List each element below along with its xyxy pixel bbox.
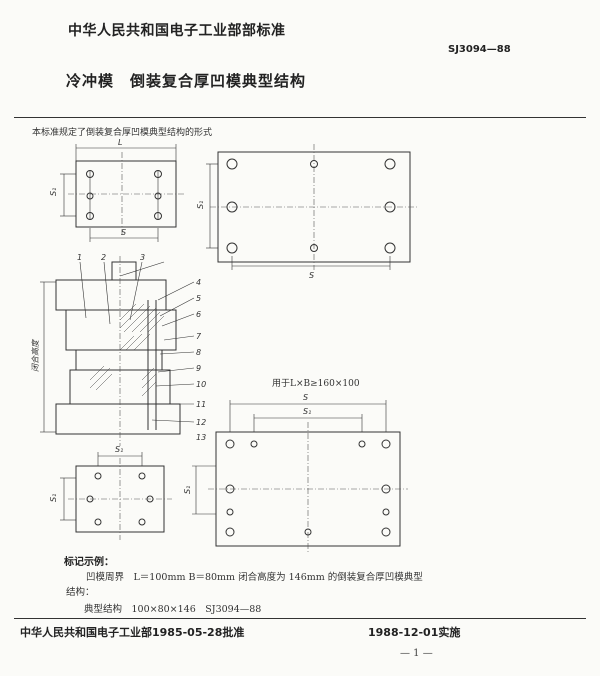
part-number-8: 8 [196, 348, 201, 357]
effective-date: 1988-12-01实施 [368, 626, 461, 639]
part-number-13: 13 [196, 433, 206, 442]
part-number-7: 7 [196, 332, 202, 341]
dim-S1-bottom-left: S₁ [115, 445, 123, 454]
part-number-6: 6 [196, 310, 201, 319]
part-number-10: 10 [196, 380, 206, 389]
document-title: 冷冲模 倒装复合厚凹模典型结构 [66, 72, 307, 90]
section-view: 闭合高度 1 2 3 4 5 6 7 8 9 10 11 12 13 [31, 253, 206, 446]
intro-text: 本标准规定了倒装复合厚凹模典型结构的形式 [32, 128, 213, 138]
part-number-4: 4 [196, 278, 201, 287]
figure-caption: 用于L×B≥160×100 [272, 379, 360, 389]
example-line-1: 凹模周界 L＝100mm B＝80mm 闭合高度为 146mm 的倒装复合厚凹模… [86, 572, 423, 583]
example-line-2: 结构： [66, 587, 95, 598]
standard-code: SJ3094—88 [448, 44, 511, 55]
part-number-2: 2 [101, 253, 106, 262]
dim-S1-top-left: S₁ [49, 188, 58, 196]
part-number-11: 11 [196, 400, 206, 409]
part-number-12: 12 [196, 418, 206, 427]
plan-view-bottom-right: S S₁ S₁ [183, 393, 408, 554]
closed-height-label: 闭合高度 [31, 338, 40, 372]
approval-text: 中华人民共和国电子工业部1985-05-28批准 [20, 626, 245, 639]
plan-view-bottom-left: S₁ S₁ [49, 445, 172, 540]
page-number: — 1 — [400, 648, 433, 659]
plan-view-top-left: L S S₁ [49, 138, 184, 242]
part-number-3: 3 [140, 253, 145, 262]
dim-S1-bottom-right: S₁ [303, 407, 311, 416]
dim-S1-vertical-bottom-left: S₁ [49, 494, 58, 502]
dim-S1-top-right: S₁ [196, 201, 205, 209]
dim-S1-vertical-bottom-right: S₁ [183, 486, 192, 494]
dim-L-top-left: L [118, 138, 122, 147]
footer-rule [14, 618, 586, 619]
dim-S-top-left: S [121, 228, 126, 237]
part-number-1: 1 [77, 253, 82, 262]
dim-S-bottom-right: S [303, 393, 308, 402]
part-number-5: 5 [196, 294, 201, 303]
part-number-9: 9 [196, 364, 201, 373]
example-heading: 标记示例： [64, 557, 114, 568]
header-rule [14, 117, 586, 118]
dim-S-top-right: S [309, 271, 314, 280]
plan-view-top-right: S S₁ [196, 144, 418, 280]
standard-body: 中华人民共和国电子工业部部标准 [68, 23, 286, 39]
example-line-3: 典型结构 100×80×146 SJ3094—88 [84, 604, 262, 615]
